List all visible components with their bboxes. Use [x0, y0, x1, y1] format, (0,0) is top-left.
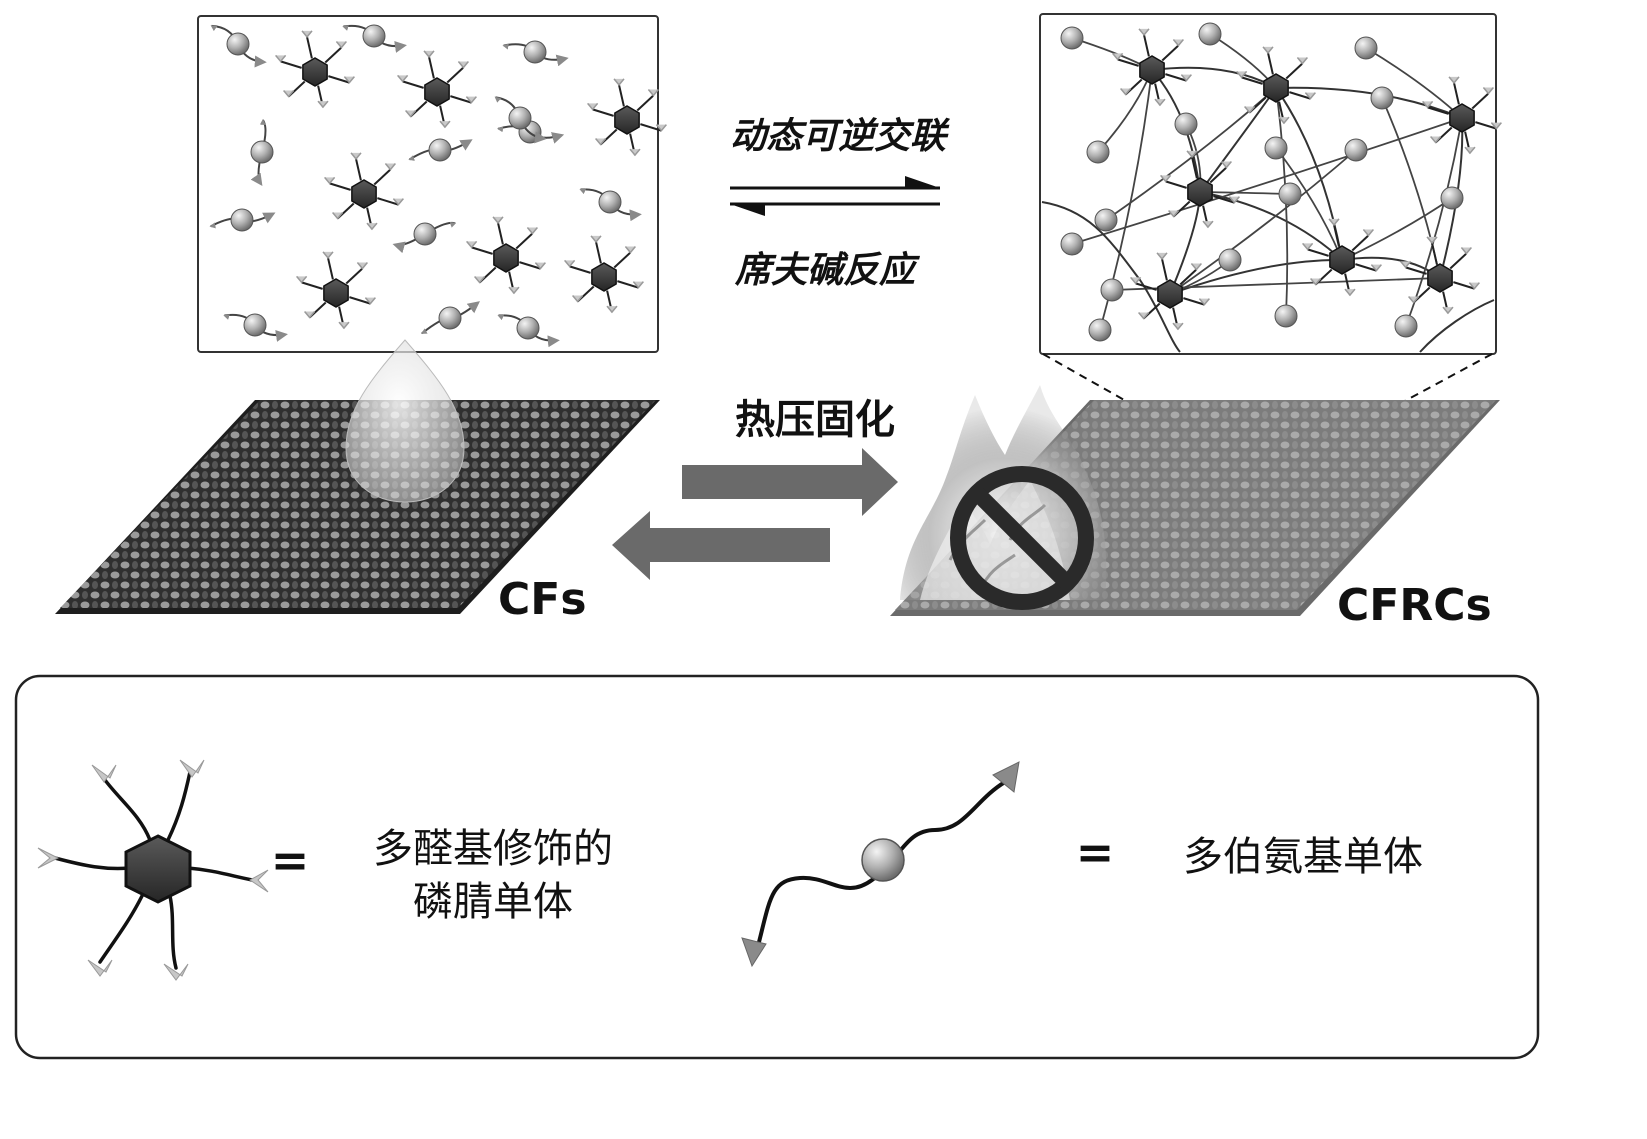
amine-monomer — [342, 24, 407, 53]
cfs-label: CFs — [498, 574, 587, 625]
phosphazene-monomer — [1422, 76, 1502, 155]
amine-unit — [1174, 112, 1198, 136]
phosphazene-monomer — [564, 235, 644, 314]
phosphazene-monomer — [397, 50, 477, 129]
phosphazene-hexagon-icon — [37, 759, 269, 981]
phosphazene-monomer — [324, 152, 404, 231]
network-link — [1199, 191, 1343, 261]
phosphazene-monomer — [1112, 28, 1192, 107]
amine-unit — [1354, 36, 1378, 60]
network-link — [1041, 201, 1181, 353]
crosslink-label: 动态可逆交联 — [730, 116, 951, 157]
amine-monomer — [210, 24, 267, 68]
amine-monomer — [502, 40, 569, 67]
amine-unit — [1094, 208, 1118, 232]
prohibited-icon — [950, 466, 1094, 610]
process-arrow-forward — [682, 448, 898, 516]
amine-unit — [1060, 26, 1084, 50]
process-arrow-reverse — [612, 511, 830, 580]
amine-unit — [1278, 182, 1302, 206]
network-link — [1071, 117, 1463, 245]
phosphazene-monomer — [296, 251, 376, 330]
amine-unit — [1218, 248, 1242, 272]
phosphazene-label-line1: 多醛基修饰的 — [373, 826, 613, 872]
legend-panel: = 多醛基修饰的 磷腈单体 = 多伯氨基单体 — [14, 674, 1540, 1060]
phosphazene-monomer — [1400, 236, 1480, 315]
phosphazene-monomer — [587, 78, 667, 157]
network-link — [1419, 299, 1495, 353]
phosphazene-monomer — [1130, 252, 1210, 331]
amine-unit — [1440, 186, 1464, 210]
amine-label: 多伯氨基单体 — [1183, 834, 1423, 880]
phosphazene-monomer — [1302, 218, 1382, 297]
hot-press-label: 热压固化 — [735, 397, 895, 443]
amine-unit — [1100, 278, 1124, 302]
amine-unit — [1344, 138, 1368, 162]
phosphazene-monomer — [275, 30, 355, 109]
amine-sphere-icon — [741, 761, 1020, 968]
resin-droplet-icon — [345, 339, 465, 503]
crosslinked-network-panel — [1039, 13, 1502, 355]
amine-monomer — [497, 314, 560, 348]
schiff-base-label: 席夫碱反应 — [734, 250, 921, 291]
amine-monomer — [209, 208, 276, 232]
phosphazene-label-line2: 磷腈单体 — [413, 879, 573, 925]
amine-monomer — [223, 313, 288, 342]
amine-unit — [1274, 304, 1298, 328]
legend-eq-2: = — [1076, 825, 1115, 879]
amine-unit — [1264, 136, 1288, 160]
phosphazene-monomer — [1236, 46, 1316, 125]
amine-monomer — [250, 118, 274, 186]
phosphazene-monomer — [1160, 150, 1240, 229]
amine-unit — [1198, 22, 1222, 46]
amine-monomer — [420, 301, 480, 335]
carbon-fabric-cfs — [55, 400, 660, 614]
monomer-mixture-panel — [197, 15, 667, 353]
amine-unit — [1088, 318, 1112, 342]
amine-unit — [1060, 232, 1084, 256]
amine-monomer — [579, 188, 642, 222]
phosphazene-monomer — [466, 216, 546, 295]
equilibrium-arrows — [730, 176, 940, 216]
cfrcs-label: CFRCs — [1337, 580, 1492, 631]
amine-monomer — [494, 96, 547, 144]
network-link — [1341, 197, 1453, 261]
network-link — [1169, 149, 1357, 295]
network-link — [1275, 147, 1343, 261]
amine-unit — [1370, 86, 1394, 110]
amine-unit — [1394, 314, 1418, 338]
amine-unit — [1086, 140, 1110, 164]
legend-eq-1: = — [271, 833, 310, 887]
amine-monomer — [392, 221, 457, 254]
amine-monomer — [408, 138, 473, 162]
